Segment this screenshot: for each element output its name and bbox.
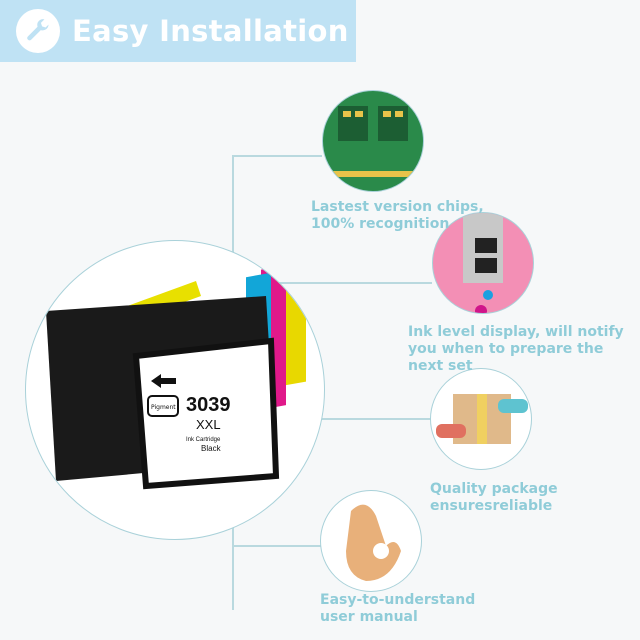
connector-line: [232, 155, 322, 157]
package-icon: [430, 368, 532, 470]
chip-icon: [322, 90, 424, 192]
caption-line: Easy-to-understand: [320, 592, 476, 608]
model-number: 3039: [186, 394, 231, 416]
ok-hand-icon: [320, 490, 422, 592]
size-label: XXL: [196, 417, 221, 432]
type-label: Ink Cartridge: [186, 437, 221, 443]
header-banner: Easy Installation: [0, 0, 356, 62]
feature-caption: Ink level display, will notify you when …: [408, 324, 624, 375]
ink-level-icon: [432, 212, 534, 314]
caption-line: 100% recognition: [311, 216, 450, 232]
feature-caption: Quality package ensuresreliable: [430, 481, 558, 515]
feature-caption: Easy-to-understand user manual: [320, 592, 475, 626]
connector-line: [232, 545, 322, 547]
banner-title: Easy Installation: [72, 14, 349, 48]
color-label: Black: [201, 444, 222, 453]
connector-line: [232, 282, 432, 284]
product-image: 3039 XXL Ink Cartridge Black Pigment: [25, 240, 325, 540]
caption-line: Lastest version chips,: [311, 199, 484, 215]
pigment-badge: Pigment: [151, 404, 176, 411]
caption-line: you when to prepare the: [408, 341, 604, 357]
caption-line: user manual: [320, 609, 418, 625]
caption-line: Quality package: [430, 481, 558, 497]
caption-line: next set: [408, 358, 473, 374]
connector-line: [232, 418, 432, 420]
wrench-icon: [16, 9, 60, 53]
caption-line: Ink level display, will notify: [408, 324, 624, 340]
feature-caption: Lastest version chips, 100% recognition: [311, 199, 484, 233]
caption-line: ensuresreliable: [430, 498, 553, 514]
